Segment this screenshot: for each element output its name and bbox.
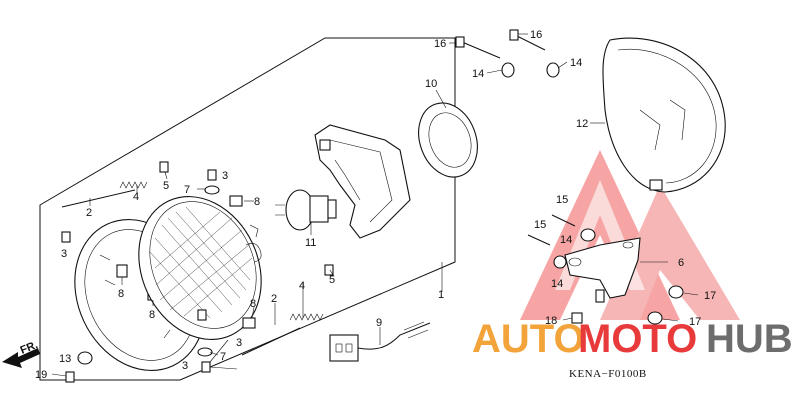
assembly-outline [39,37,456,381]
headlight-lens [138,196,262,340]
callouts: 1 2 2 3 3 3 3 4 4 5 5 6 7 7 8 8 8 8 9 10… [35,29,716,381]
callout-2: 2 [86,207,92,219]
callout-18: 18 [545,315,557,327]
callout-17: 17 [689,316,701,328]
callout-14: 14 [560,234,572,246]
callout-13: 13 [59,353,71,365]
callout-9: 9 [376,317,382,329]
callout-14: 14 [551,278,563,290]
callout-4: 4 [299,280,305,292]
callout-6: 6 [678,257,684,269]
callout-12: 12 [576,118,588,130]
callout-5: 5 [163,180,169,192]
callout-2: 2 [271,293,277,305]
callout-16: 16 [434,38,446,50]
mount-bolts [455,29,560,78]
callout-14: 14 [570,57,582,69]
callout-8: 8 [118,288,124,300]
callout-15: 15 [556,194,568,206]
small-hardware [61,161,334,383]
callout-16: 16 [530,29,542,41]
watermark-part-hub: HUB [706,317,793,361]
callout-11: 11 [305,237,316,249]
headlight-bracket [314,124,411,239]
watermark-part-moto: MOTO [578,317,697,361]
headlight-bulb [275,189,337,231]
callout-3: 3 [182,360,188,372]
callout-8: 8 [254,196,260,208]
callout-19: 19 [35,369,47,381]
callout-4: 4 [133,191,139,203]
watermark-wordmark: AUTO MOTO HUB [472,317,793,361]
bulb-socket [418,102,478,178]
headlight-case [602,37,726,193]
watermark-part-auto: AUTO [472,317,585,361]
callout-5: 5 [329,274,335,286]
callout-10: 10 [425,78,437,90]
callout-3: 3 [236,337,242,349]
adjusting-bolts [61,189,301,356]
diagram-code: KENA−F0100B [569,368,647,380]
callout-7: 7 [220,351,226,363]
callout-8: 8 [250,298,256,310]
callout-3: 3 [222,170,228,182]
callout-8: 8 [149,309,155,321]
leader-lines [51,33,699,377]
wire-harness [329,321,431,362]
callout-7: 7 [184,184,190,196]
callout-3: 3 [61,248,67,260]
front-direction-arrow: FR. [2,339,40,368]
springs [119,181,324,321]
callout-17: 17 [704,290,716,302]
callout-15: 15 [534,219,546,231]
callout-1: 1 [438,289,444,301]
callout-14: 14 [472,68,484,80]
